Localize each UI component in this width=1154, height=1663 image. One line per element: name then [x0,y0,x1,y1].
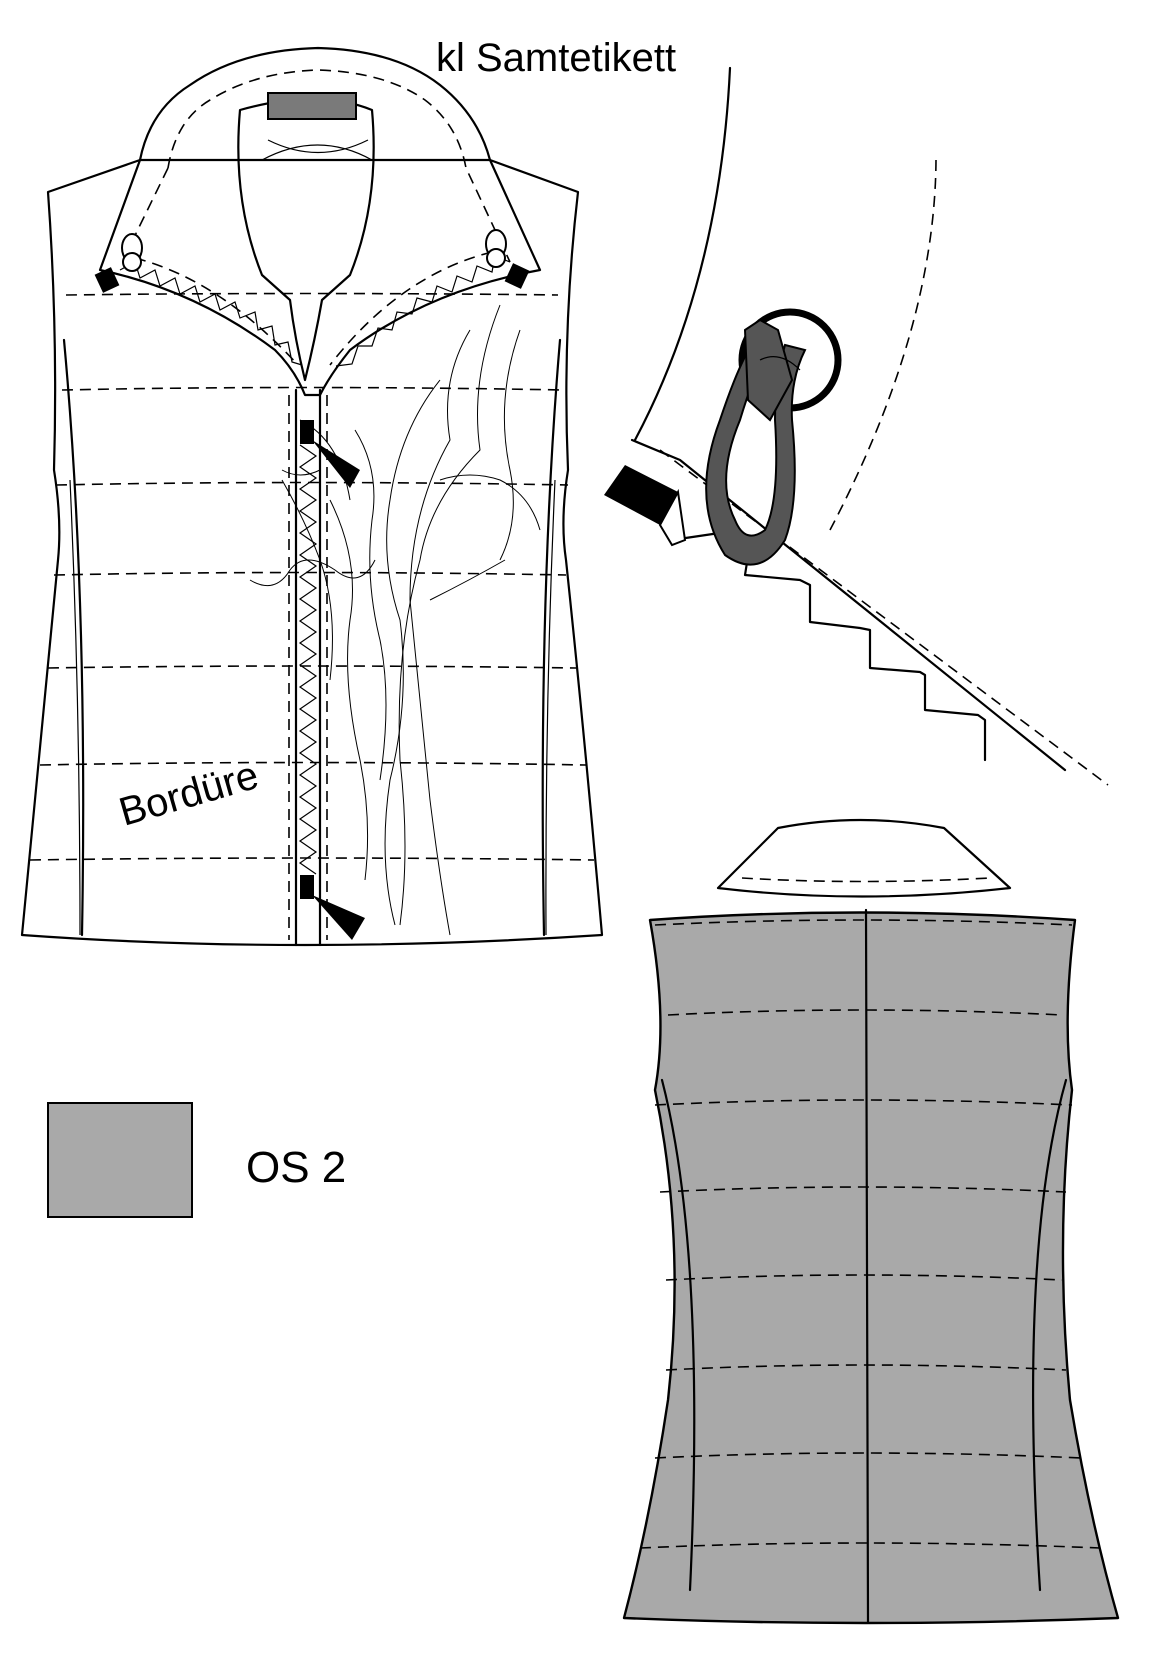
collar-loop-detail: kl Samtetikett [436,36,1109,786]
zipper-pull-bottom [312,895,365,940]
detail-zigzag [670,528,987,762]
velvet-label-patch [267,92,357,120]
back-quilting [639,919,1101,1549]
front-body-outline [20,158,604,947]
vest-back-view [622,818,1120,1625]
vest-front-view: Bordüre [20,46,604,947]
label-velvet-label: kl Samtetikett [436,36,676,80]
back-collar [716,818,1012,898]
front-collar [98,46,542,397]
swatch-os2 [47,1102,193,1218]
back-body [622,911,1120,1625]
detail-black-tab [604,465,678,525]
front-quilting [29,292,595,861]
label-swatch-os2: OS 2 [246,1143,346,1192]
center-front-zipper [288,388,365,947]
collar-toggle-left [94,233,143,293]
collar-toggle-right [485,229,530,289]
collar-zigzag-right [335,255,511,367]
zipper-slider-bottom [300,875,314,899]
zipper-pull-top [312,440,360,488]
label-border-trim: Bordüre [114,753,263,835]
border-trim-swirls [249,304,541,936]
fabric-swatch-legend: OS 2 [47,1102,346,1218]
